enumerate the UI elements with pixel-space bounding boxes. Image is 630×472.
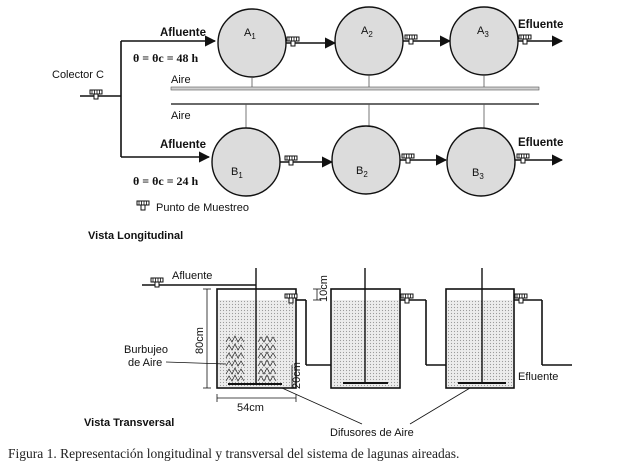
- pond-a3-label: A3: [477, 25, 489, 39]
- bottom-theta-label: θ = θc = 24 h: [133, 174, 199, 188]
- pond-b3: [446, 127, 516, 197]
- pond-b1: [211, 127, 281, 197]
- pond-b1-label: B1: [231, 166, 243, 180]
- top-inflow-label: Afluente: [160, 27, 206, 39]
- sampling-valve-b1-icon: [284, 155, 298, 166]
- figure-caption: Figura 1. Representación longitudinal y …: [8, 446, 459, 461]
- transversal-section-title: Vista Transversal: [84, 417, 174, 429]
- freeboard-label: 10cm: [318, 275, 330, 302]
- sampling-point-legend-icon: [136, 200, 150, 211]
- longitudinal-section-title: Vista Longitudinal: [88, 230, 183, 242]
- pond-b3-label: B3: [472, 167, 484, 181]
- pond-a1-label: A1: [244, 27, 256, 41]
- diffuser-leader-1: [281, 387, 363, 425]
- air-line-top: [170, 86, 540, 91]
- bubbling-label-line2: de Aire: [128, 357, 162, 369]
- tank-3-water: [447, 300, 513, 387]
- air-label-bottom: Aire: [171, 110, 191, 122]
- sampling-valve-a1-icon: [286, 36, 300, 47]
- pond-a1: [217, 8, 287, 78]
- diffusers-label: Difusores de Aire: [330, 427, 414, 439]
- collector-label: Colector C: [52, 69, 104, 81]
- bottom-outflow-label: Efluente: [518, 137, 563, 149]
- transversal-inflow-label: Afluente: [172, 270, 212, 282]
- sampling-valve-b3-icon: [516, 153, 530, 164]
- sampling-valve-b2-icon: [401, 153, 415, 164]
- pond-a2: [334, 6, 404, 76]
- bottom-inflow-label: Afluente: [160, 139, 206, 151]
- pond-b2-label: B2: [356, 165, 368, 179]
- collector-sampling-valve-icon: [89, 89, 103, 100]
- pond-a3: [449, 6, 519, 76]
- air-bubbles: [225, 335, 277, 382]
- pond-a2-label: A2: [361, 25, 373, 39]
- top-outflow-label: Efluente: [518, 19, 563, 31]
- longitudinal-view: Colector C Afluente θ = θc = 48 h A1 A2 …: [52, 6, 563, 242]
- diffuser-leader-2: [409, 387, 471, 425]
- depth-label: 80cm: [194, 327, 206, 354]
- sampling-valve-a3-icon: [518, 34, 532, 45]
- bubbling-leader-line: [165, 361, 227, 365]
- bubbling-label-line1: Burbujeo: [124, 344, 168, 356]
- transversal-outflow-label: Efluente: [518, 371, 558, 383]
- sampling-point-legend-label: Punto de Muestreo: [156, 202, 249, 214]
- tank-2-outlet-valve-icon: [400, 293, 414, 304]
- width-label: 54cm: [237, 402, 264, 414]
- sampling-valve-a2-icon: [404, 34, 418, 45]
- air-label-top: Aire: [171, 74, 191, 86]
- bottom-gap-label: 20cm: [291, 362, 303, 389]
- pond-b2: [331, 125, 401, 195]
- tank-3-outlet-valve-icon: [514, 293, 528, 304]
- transversal-view: Afluente 80cm 54cm Burbujeo de Aire: [84, 268, 572, 439]
- top-theta-label: θ = θc = 48 h: [133, 51, 199, 65]
